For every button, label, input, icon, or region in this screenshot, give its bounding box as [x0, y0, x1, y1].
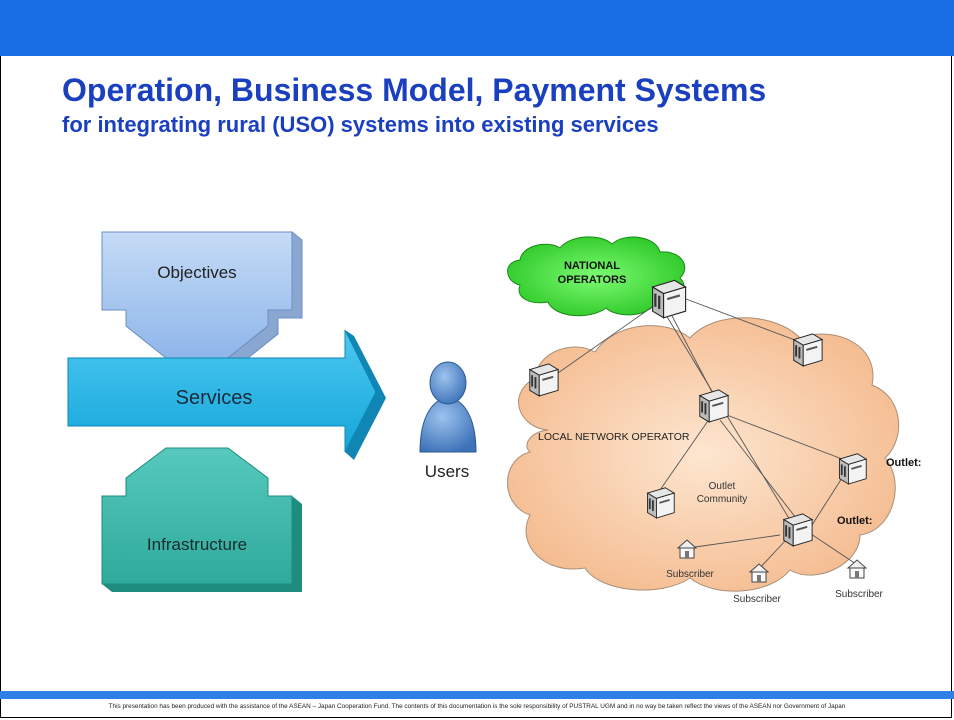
outlet-building-icon: [839, 453, 867, 485]
outlet-label: Outlet:: [837, 515, 872, 527]
national-operators-label-line2: OPERATORS: [558, 274, 627, 286]
operator-building-icon: [529, 363, 559, 397]
subscriber-label: Subscriber: [666, 569, 714, 580]
objectives-label: Objectives: [157, 263, 236, 282]
header-band: [0, 0, 954, 56]
services-arrow: [67, 329, 386, 460]
infrastructure-arrow: [101, 447, 302, 592]
operator-building-icon: [793, 333, 823, 367]
network-links: [547, 295, 857, 571]
footer-disclaimer: This presentation has been produced with…: [108, 703, 846, 710]
footer-band: [0, 691, 954, 699]
infrastructure-label: Infrastructure: [147, 535, 247, 554]
community-outlet-building-icon: [647, 487, 675, 519]
subscriber-house-icon: [847, 559, 867, 579]
users-label: Users: [425, 462, 469, 481]
outlet-label: Outlet:: [886, 457, 921, 469]
services-label: Services: [176, 387, 253, 409]
objectives-arrow: [101, 230, 303, 367]
subscriber-label: Subscriber: [733, 594, 781, 605]
subscriber-label: Subscriber: [835, 589, 883, 600]
outlet-community-label-line2: Community: [697, 494, 748, 505]
outlet-community-label-line1: Outlet: [709, 481, 736, 492]
national-operators-cloud: [507, 236, 686, 317]
outlet-building-icon: [783, 513, 813, 547]
local-operator-building-icon: [699, 389, 729, 423]
slide-subtitle: for integrating rural (USO) systems into…: [62, 112, 659, 137]
national-operators-label-line1: NATIONAL: [564, 260, 620, 272]
local-network-cloud: [507, 317, 900, 592]
user-icon: [419, 361, 477, 453]
slide-title: Operation, Business Model, Payment Syste…: [62, 72, 767, 108]
local-network-operator-label: LOCAL NETWORK OPERATOR: [538, 431, 690, 443]
national-operator-building-icon: [652, 279, 687, 319]
